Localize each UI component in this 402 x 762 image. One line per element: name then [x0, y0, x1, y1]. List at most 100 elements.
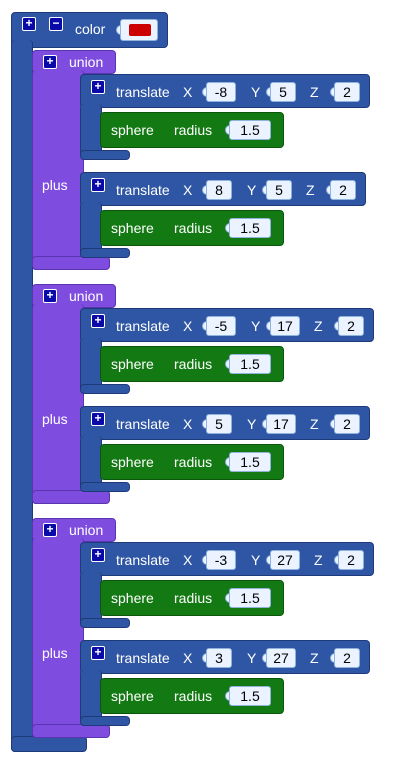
z-value-field[interactable]: 2	[334, 648, 360, 668]
z-label: Z	[314, 318, 323, 334]
translate-block-footer[interactable]	[80, 384, 130, 394]
plus-icon[interactable]: +	[91, 314, 105, 328]
translate-block-spine[interactable]	[80, 572, 102, 624]
translate-block-footer[interactable]	[80, 150, 130, 160]
union-block-spine[interactable]	[32, 70, 84, 270]
y-value-field[interactable]: 27	[270, 550, 300, 570]
color-block-spine[interactable]	[11, 40, 33, 752]
radius-value-field[interactable]: 1.5	[229, 120, 271, 140]
y-label: Y	[251, 84, 261, 100]
union-label: union	[69, 54, 104, 70]
z-value-field[interactable]: 2	[338, 550, 364, 570]
union-block-footer[interactable]	[32, 256, 110, 270]
translate-block-footer[interactable]	[80, 618, 130, 628]
x-value-field[interactable]: 3	[206, 648, 232, 668]
color-label: color	[75, 21, 106, 37]
x-label: X	[183, 416, 193, 432]
x-value-field[interactable]: -5	[206, 316, 236, 336]
minus-icon[interactable]: −	[49, 17, 63, 31]
translate-label: translate	[116, 650, 170, 666]
translate-block-spine[interactable]	[80, 436, 102, 488]
radius-socket	[225, 593, 231, 603]
translate-block-spine[interactable]	[80, 338, 102, 390]
x-socket	[202, 185, 208, 195]
x-label: X	[183, 650, 193, 666]
translate-label: translate	[116, 182, 170, 198]
z-socket	[330, 419, 336, 429]
translate-label: translate	[116, 84, 170, 100]
z-label: Z	[310, 416, 319, 432]
plus-icon[interactable]: +	[91, 80, 105, 94]
z-value-field[interactable]: 2	[338, 316, 364, 336]
translate-block-spine[interactable]	[80, 202, 102, 254]
color-swatch[interactable]	[129, 24, 151, 36]
radius-socket	[225, 125, 231, 135]
y-label: Y	[247, 182, 257, 198]
y-socket	[266, 555, 272, 565]
translate-block-spine[interactable]	[80, 670, 102, 722]
translate-label: translate	[116, 416, 170, 432]
plus-icon[interactable]: +	[43, 55, 57, 69]
translate-block-footer[interactable]	[80, 716, 130, 726]
z-socket	[326, 185, 332, 195]
y-value-field[interactable]: 5	[270, 82, 296, 102]
y-value-field[interactable]: 5	[266, 180, 292, 200]
plus-icon[interactable]: +	[43, 289, 57, 303]
x-value-field[interactable]: 8	[206, 180, 232, 200]
y-value-field[interactable]: 17	[266, 414, 296, 434]
z-value-field[interactable]: 2	[330, 180, 356, 200]
z-label: Z	[314, 552, 323, 568]
radius-value-field[interactable]: 1.5	[229, 218, 271, 238]
plus-icon[interactable]: +	[22, 17, 36, 31]
y-value-field[interactable]: 17	[270, 316, 300, 336]
translate-block[interactable]	[80, 406, 370, 440]
z-value-field[interactable]: 2	[334, 82, 360, 102]
plus-icon[interactable]: +	[91, 178, 105, 192]
y-label: Y	[247, 650, 257, 666]
radius-socket	[225, 457, 231, 467]
z-socket	[330, 653, 336, 663]
radius-label: radius	[174, 220, 213, 236]
z-value-field[interactable]: 2	[334, 414, 360, 434]
x-label: X	[183, 552, 193, 568]
plus-icon[interactable]: +	[91, 646, 105, 660]
translate-block-footer[interactable]	[80, 248, 130, 258]
radius-value-field[interactable]: 1.5	[229, 354, 271, 374]
plus-icon[interactable]: +	[91, 548, 105, 562]
sphere-block[interactable]	[100, 346, 284, 382]
color-value-field[interactable]	[120, 19, 158, 41]
plus-icon[interactable]: +	[91, 412, 105, 426]
translate-label: translate	[116, 552, 170, 568]
union-block-spine[interactable]	[32, 538, 84, 738]
radius-value-field[interactable]: 1.5	[229, 588, 271, 608]
x-value-field[interactable]: -3	[206, 550, 236, 570]
y-socket	[266, 321, 272, 331]
union-label: union	[69, 288, 104, 304]
radius-value-field[interactable]: 1.5	[229, 452, 271, 472]
x-socket	[202, 87, 208, 97]
z-socket	[334, 555, 340, 565]
x-label: X	[183, 182, 193, 198]
z-label: Z	[310, 650, 319, 666]
x-value-field[interactable]: -8	[206, 82, 236, 102]
radius-socket	[225, 223, 231, 233]
x-label: X	[183, 318, 193, 334]
y-value-field[interactable]: 27	[266, 648, 296, 668]
translate-block-footer[interactable]	[80, 482, 130, 492]
y-label: Y	[247, 416, 257, 432]
union-block-spine[interactable]	[32, 304, 84, 504]
y-socket	[262, 185, 268, 195]
radius-label: radius	[174, 356, 213, 372]
plus-icon[interactable]: +	[43, 523, 57, 537]
x-value-field[interactable]: 5	[206, 414, 232, 434]
sphere-label: sphere	[111, 356, 154, 372]
color-block-footer[interactable]	[11, 736, 87, 752]
union-block-footer[interactable]	[32, 490, 110, 504]
y-socket	[262, 419, 268, 429]
x-socket	[202, 321, 208, 331]
plus-label: plus	[42, 645, 68, 661]
radius-socket	[225, 359, 231, 369]
union-block-footer[interactable]	[32, 724, 110, 738]
radius-value-field[interactable]: 1.5	[229, 686, 271, 706]
translate-block-spine[interactable]	[80, 104, 102, 156]
